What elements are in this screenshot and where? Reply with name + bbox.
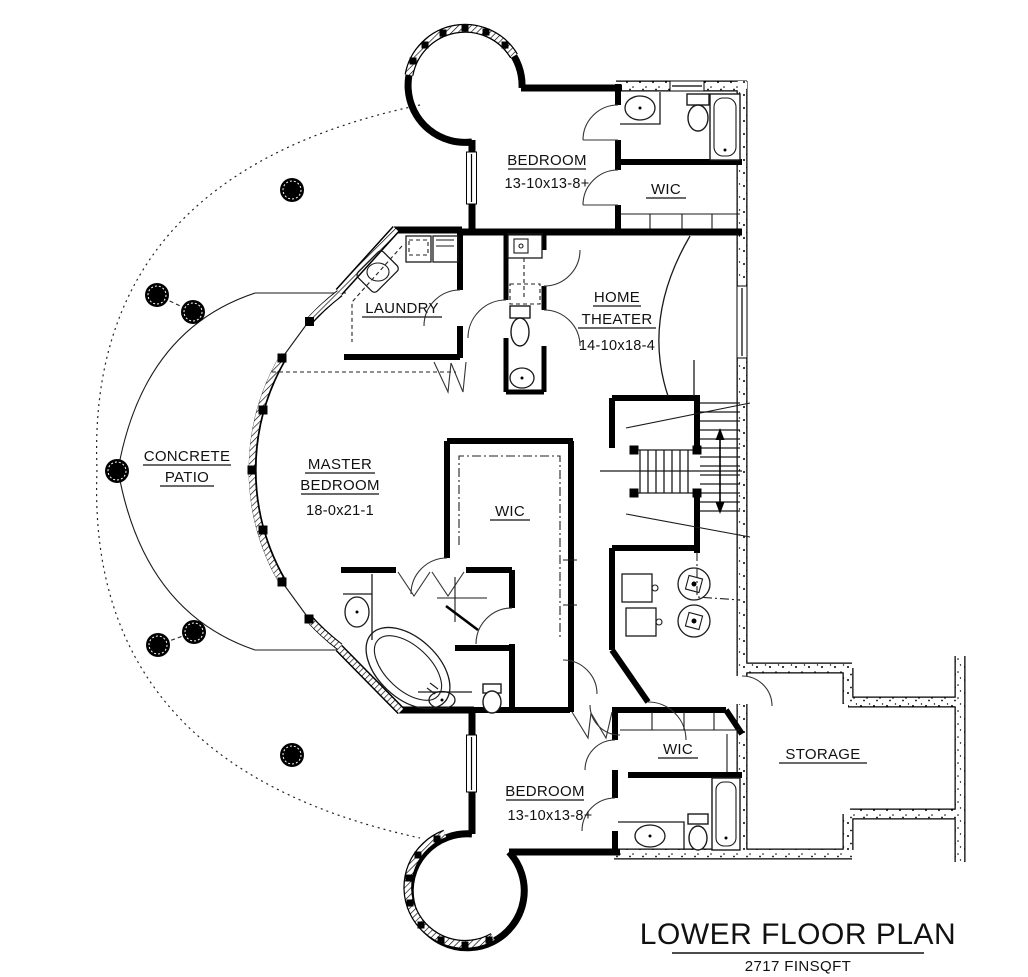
laundry-label: LAUNDRY xyxy=(362,300,442,318)
bedroom-bottom-label: BEDROOM 13-10x13-8+ xyxy=(505,783,592,824)
patio-trees xyxy=(105,178,304,767)
turret-top xyxy=(404,23,526,146)
wic-bottom-name: WIC xyxy=(663,741,693,758)
home-theater-name-2: THEATER xyxy=(582,311,653,328)
concrete-patio-name-2: PATIO xyxy=(165,469,209,486)
wic-bottom-shelving xyxy=(620,712,740,772)
bedroom-bottom-name: BEDROOM xyxy=(505,783,585,800)
room-labels: BEDROOM 13-10x13-8+ WIC HOME THEATER 14-… xyxy=(143,152,867,824)
mechanical-equipment xyxy=(621,552,741,638)
bedroom-top-dims: 13-10x13-8+ xyxy=(504,176,589,192)
wic-top-label: WIC xyxy=(646,181,686,199)
wic-middle-name: WIC xyxy=(495,503,525,520)
water-heater-2 xyxy=(677,604,711,638)
home-theater-dims: 14-10x18-4 xyxy=(579,338,655,354)
bedroom-top-label: BEDROOM 13-10x13-8+ xyxy=(504,152,589,192)
master-bedroom-label: MASTER BEDROOM 18-0x21-1 xyxy=(300,456,380,519)
storage-label: STORAGE xyxy=(779,746,867,764)
staircase xyxy=(600,402,751,538)
wic-middle-shelving xyxy=(458,455,577,640)
concrete-patio-label: CONCRETE PATIO xyxy=(143,448,231,487)
stair-direction-arrow xyxy=(715,428,725,514)
wic-top-name: WIC xyxy=(651,181,681,198)
home-theater-label: HOME THEATER 14-10x18-4 xyxy=(578,289,656,354)
wic-middle-label: WIC xyxy=(490,503,530,521)
tub-bottom-bath xyxy=(711,777,741,851)
master-bath-fixtures xyxy=(343,574,502,714)
water-heater-1 xyxy=(677,567,711,601)
interior-walls xyxy=(341,84,745,856)
master-bedroom-name-1: MASTER xyxy=(308,456,372,473)
wic-bottom-label: WIC xyxy=(658,741,698,759)
home-theater-curve xyxy=(658,235,695,397)
turret-bottom xyxy=(403,829,528,952)
plan-subtitle: 2717 FINSQFT xyxy=(745,958,852,975)
toilet-top-bath xyxy=(686,93,710,132)
laundry-fixtures xyxy=(272,235,459,373)
bow-window-wall xyxy=(247,225,405,715)
master-bedroom-dims: 18-0x21-1 xyxy=(306,503,374,519)
window-bedroom-bottom-left xyxy=(466,734,477,793)
home-theater-name-1: HOME xyxy=(594,289,640,306)
doors xyxy=(397,104,773,832)
master-bedroom-name-2: BEDROOM xyxy=(300,477,380,494)
laundry-name: LAUNDRY xyxy=(365,300,439,317)
storage-name: STORAGE xyxy=(785,746,860,763)
window-top-bath xyxy=(669,80,705,92)
window-bedroom-top-left xyxy=(466,151,477,205)
toilet-bottom-bath xyxy=(687,813,709,851)
plan-title: LOWER FLOOR PLAN xyxy=(640,918,956,951)
hall-bath-fixtures xyxy=(507,233,543,389)
concrete-patio-name-1: CONCRETE xyxy=(144,448,231,465)
title-block: LOWER FLOOR PLAN 2717 FINSQFT xyxy=(640,918,956,975)
toilet-hall-bath xyxy=(509,305,531,347)
toilet-master-bath xyxy=(482,683,502,714)
wic-top-shelving xyxy=(620,213,740,229)
tub-top-bath xyxy=(709,93,741,161)
bedroom-bottom-dims: 13-10x13-8+ xyxy=(507,808,592,824)
bedroom-top-name: BEDROOM xyxy=(507,152,587,169)
bath-bottom-fixtures xyxy=(618,777,741,851)
concrete-patio-area xyxy=(95,104,421,839)
windows xyxy=(466,151,477,793)
window-theater-right xyxy=(736,285,748,359)
bath-top-fixtures xyxy=(620,92,741,161)
